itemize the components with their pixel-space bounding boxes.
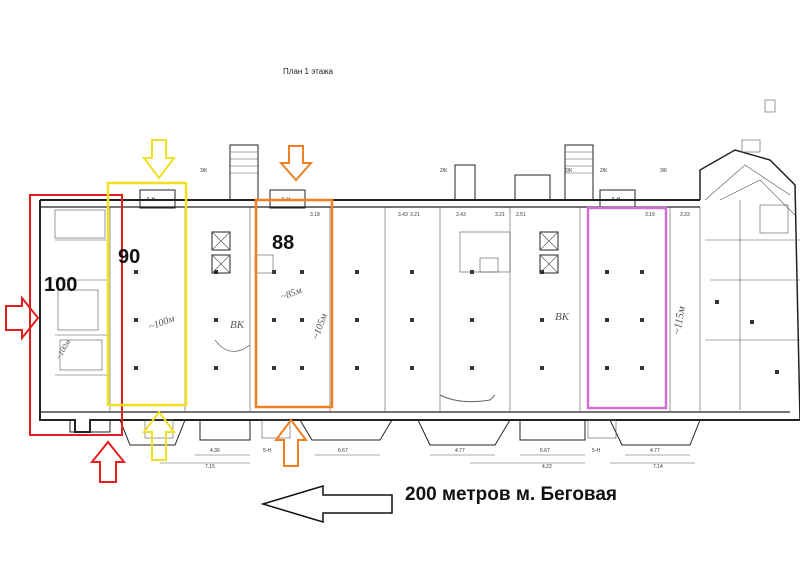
top-label: 3/К [200, 168, 207, 174]
stair-cores [139, 144, 636, 274]
dimension: 4.22 [542, 464, 552, 470]
stair-label: 5-Н [612, 197, 620, 203]
dimension: 7.14 [653, 464, 663, 470]
unit-number-90: 90 [118, 246, 140, 268]
bottom-porches [69, 419, 701, 464]
area-note-mid: ~85м [279, 285, 304, 303]
dimension: 3.18 [310, 212, 320, 218]
unit-number-88: 88 [272, 232, 294, 254]
building-outline [39, 99, 800, 433]
dimension: 3.21 [410, 212, 420, 218]
dimension: 2.51 [516, 212, 526, 218]
handwritten-notes: ~100м ~100м ВК ВК ~85м ~105м ~115м [54, 285, 688, 403]
entrance-arrow-icon [142, 139, 176, 180]
entrance-arrow-icon [278, 145, 314, 182]
dimension: 3.43 [456, 212, 466, 218]
bk-note-right: ВК [555, 311, 570, 323]
unit-88-outline[interactable] [254, 198, 334, 409]
plan-title: План 1 этажа [283, 67, 333, 76]
entrance-arrow-icon [274, 418, 308, 467]
top-label: 3/К [660, 168, 667, 174]
top-labels: 3/К 2/К 2/К 2/К 3/К [200, 168, 667, 174]
unit-90-outline[interactable] [106, 181, 188, 407]
dimension: 3.43 [398, 212, 408, 218]
area-note-magenta: ~115м [671, 305, 688, 335]
dimension: 3.21 [495, 212, 505, 218]
stair-label: 5-Н [263, 448, 271, 454]
unit-100-outline[interactable] [29, 194, 123, 436]
entrance-arrows [5, 139, 314, 483]
dimension: 7.15 [205, 464, 215, 470]
dimension: 6.67 [540, 448, 550, 454]
dimension: 6.67 [338, 448, 348, 454]
entrance-arrow-icon [89, 440, 127, 483]
top-dimensions: 3.18 3.43 3.21 3.43 3.21 2.51 3.19 3.23 [310, 212, 690, 218]
unit-outlines [29, 181, 668, 436]
top-label: 2/К [565, 168, 572, 174]
entrance-arrow-icon [142, 410, 176, 461]
unit-numbers: 100 90 88 [44, 232, 294, 296]
column-grid [54, 207, 701, 412]
dimension: 4.77 [455, 448, 465, 454]
metro-direction: 200 метров м. Беговая [260, 484, 617, 524]
metro-direction-label: 200 метров м. Беговая [405, 484, 617, 505]
area-note-90: ~100м [147, 313, 177, 333]
stair-labels: 5-Н 5-Н 5-Н 5-Н 5-Н [147, 197, 620, 454]
dimension: 3.23 [680, 212, 690, 218]
stair-label: 5-Н [592, 448, 600, 454]
top-label: 2/К [440, 168, 447, 174]
area-note-100: ~100м [54, 338, 73, 361]
dimension: 4.77 [650, 448, 660, 454]
bk-note-left: ВК [230, 319, 245, 331]
unit-number-100: 100 [44, 274, 77, 296]
area-note-88: ~105м [310, 312, 330, 342]
columns [134, 270, 779, 374]
unit-magenta-outline[interactable] [586, 206, 668, 410]
dimension: 3.19 [645, 212, 655, 218]
stair-label: 5-Н [147, 197, 155, 203]
left-arrow-icon [260, 484, 393, 524]
bottom-dimensions: 4.36 6.67 4.77 6.67 4.77 7.15 4.22 7.14 [205, 448, 663, 470]
top-label: 2/К [600, 168, 607, 174]
entrance-arrow-icon [5, 295, 40, 341]
dimension: 4.36 [210, 448, 220, 454]
